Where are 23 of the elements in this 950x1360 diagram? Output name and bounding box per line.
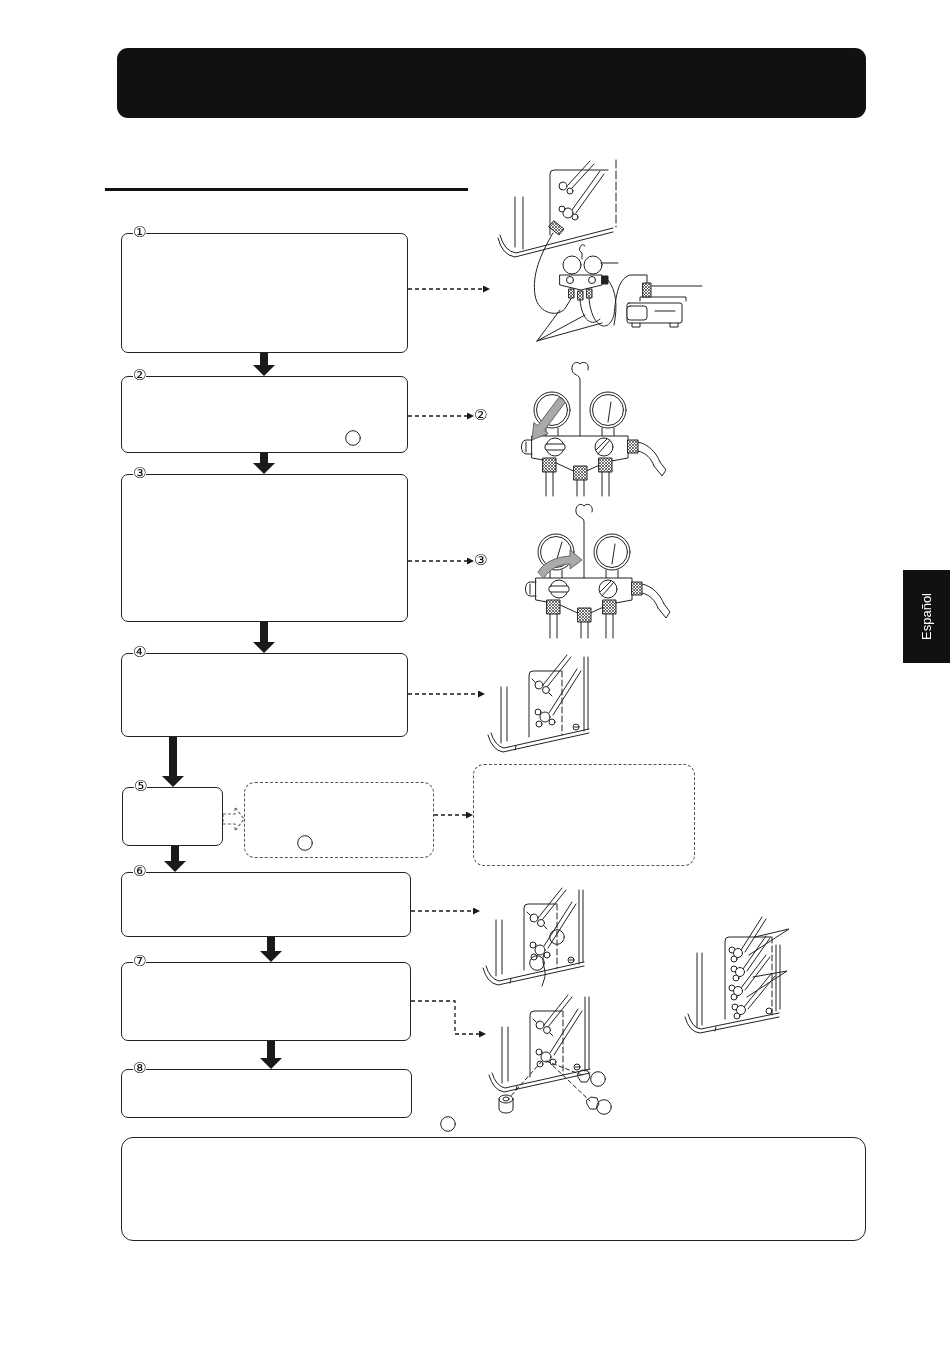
dashed-arrow	[407, 285, 490, 293]
dashed-arrow	[410, 1000, 486, 1038]
callout-number: ③	[474, 553, 488, 568]
language-label: Español	[919, 593, 934, 640]
step-number: ⑦	[133, 954, 147, 969]
dashed-arrow	[407, 690, 485, 698]
step-number: ②	[133, 368, 147, 383]
dashed-panel	[244, 782, 434, 858]
step-number: ③	[133, 466, 147, 481]
title-bar	[117, 48, 866, 118]
step-number: ⑧	[133, 1061, 147, 1076]
step-number: ④	[133, 645, 147, 660]
dashed-arrow	[407, 557, 474, 565]
step-number: ⑥	[133, 864, 147, 879]
dashed-arrow	[410, 907, 480, 915]
dashed-arrow	[433, 811, 473, 819]
dashed-panel	[473, 764, 695, 866]
callout-number: ②	[474, 408, 488, 423]
step-number: ⑤	[134, 779, 148, 794]
step-number: ①	[133, 225, 147, 240]
note-panel	[121, 1137, 866, 1241]
dashed-arrow	[222, 805, 245, 833]
dashed-arrow	[407, 412, 474, 420]
